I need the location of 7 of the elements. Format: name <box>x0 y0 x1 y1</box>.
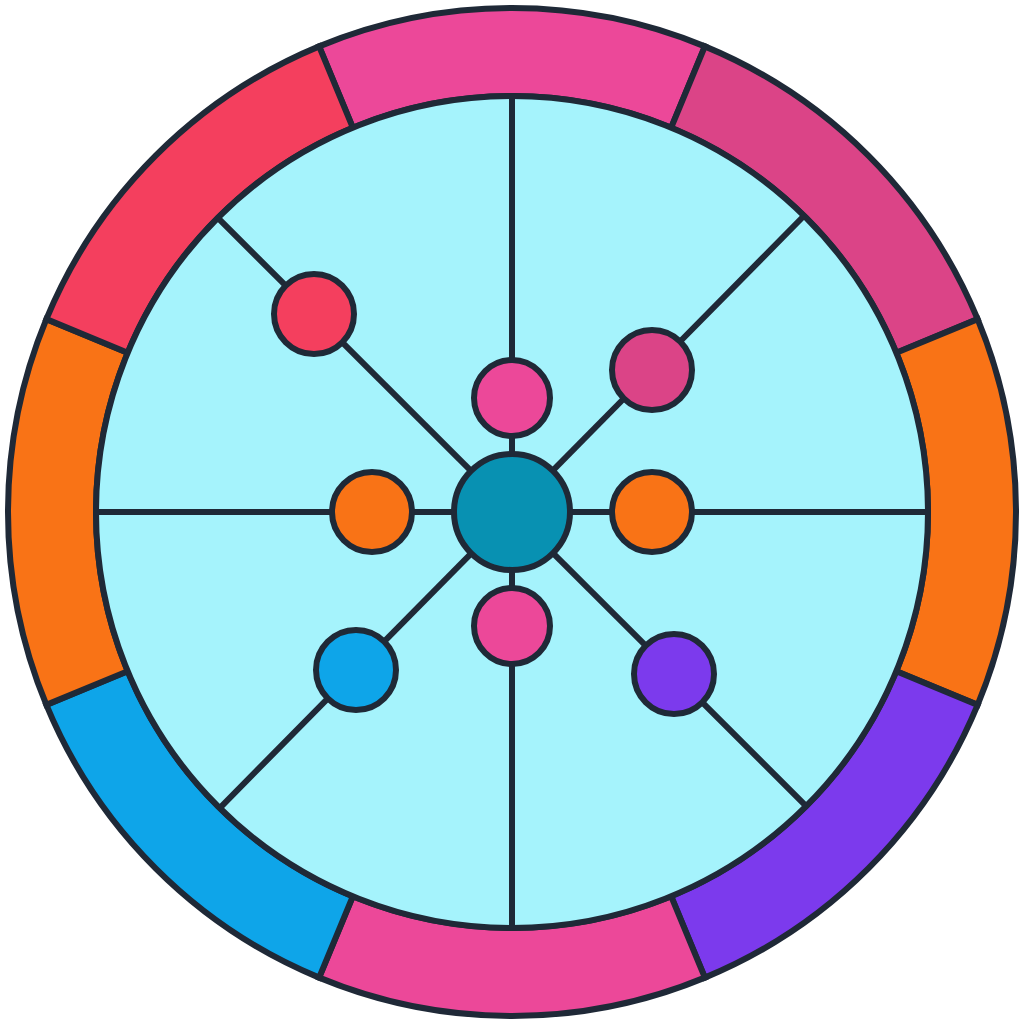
spoke-line <box>381 551 474 644</box>
spoke-line <box>570 509 612 515</box>
spoke-line <box>550 550 648 648</box>
spoke-line <box>550 396 627 473</box>
hub-circle <box>450 450 574 574</box>
spoke-line <box>412 509 454 515</box>
spoke-line <box>340 340 474 474</box>
